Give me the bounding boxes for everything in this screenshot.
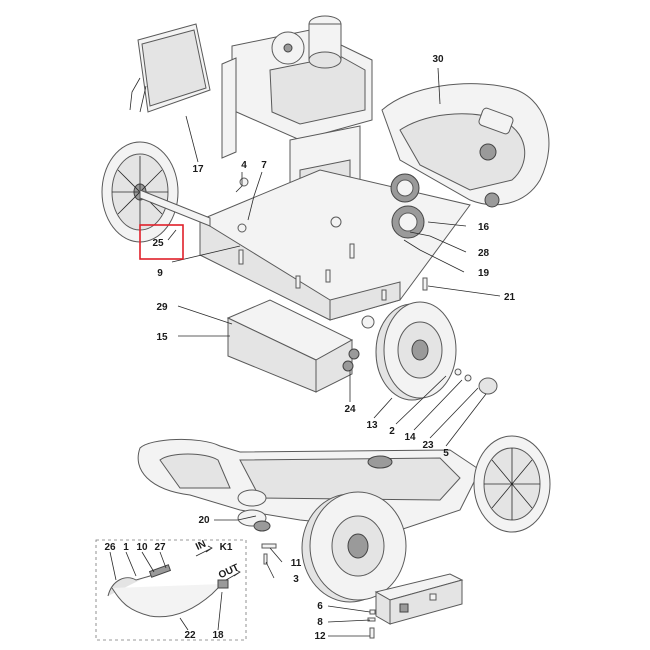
callout-4[interactable]: 4	[241, 160, 247, 171]
seat-pad-part	[129, 23, 211, 113]
callout-25[interactable]: 25	[152, 238, 164, 249]
callout-12[interactable]: 12	[314, 631, 326, 642]
leader-25	[167, 229, 177, 241]
lower-chassis-part	[137, 439, 481, 532]
callout-1[interactable]: 1	[123, 542, 129, 553]
callout-18[interactable]: 18	[212, 630, 224, 641]
callout-19[interactable]: 19	[478, 268, 490, 279]
callout-26[interactable]: 26	[104, 542, 116, 553]
callout-21[interactable]: 21	[504, 292, 516, 303]
callout-3[interactable]: 3	[293, 574, 299, 585]
callout-10[interactable]: 10	[136, 542, 148, 553]
leader-lines	[109, 67, 501, 637]
callout-22[interactable]: 22	[184, 630, 196, 641]
callout-6[interactable]: 6	[317, 601, 323, 612]
lower-battery-box-part	[374, 573, 464, 625]
left-wheel-part	[101, 141, 211, 243]
brush-deck-part	[381, 83, 550, 208]
callout-11[interactable]: 11	[291, 558, 302, 569]
callout-7[interactable]: 7	[261, 160, 267, 171]
callout-K1[interactable]: K1	[220, 542, 233, 553]
lower-fasteners	[261, 543, 376, 639]
arrow-label-in: IN	[194, 539, 208, 553]
highlight-box-part-25	[139, 224, 184, 260]
callout-9[interactable]: 9	[157, 268, 163, 279]
callout-13[interactable]: 13	[366, 420, 378, 431]
callout-29[interactable]: 29	[156, 302, 168, 313]
callout-8[interactable]: 8	[317, 617, 323, 628]
lower-front-wheel-part	[301, 491, 407, 603]
callout-5[interactable]: 5	[443, 448, 449, 459]
callout-28[interactable]: 28	[478, 248, 490, 259]
chassis-plate-part	[199, 169, 471, 321]
callout-27[interactable]: 27	[154, 542, 166, 553]
callout-30[interactable]: 30	[432, 54, 444, 65]
callout-20[interactable]: 20	[198, 515, 210, 526]
battery-box-part	[226, 299, 360, 393]
callout-15[interactable]: 15	[156, 332, 168, 343]
callout-16[interactable]: 16	[478, 222, 490, 233]
callout-24[interactable]: 24	[344, 404, 356, 415]
lower-back-wheel-part	[473, 435, 551, 533]
callout-23[interactable]: 23	[422, 440, 434, 451]
callout-2[interactable]: 2	[389, 426, 395, 437]
callout-17[interactable]: 17	[192, 164, 204, 175]
callout-14[interactable]: 14	[404, 432, 416, 443]
hose-kit-inset	[95, 539, 247, 641]
right-wheel-part	[361, 301, 498, 401]
